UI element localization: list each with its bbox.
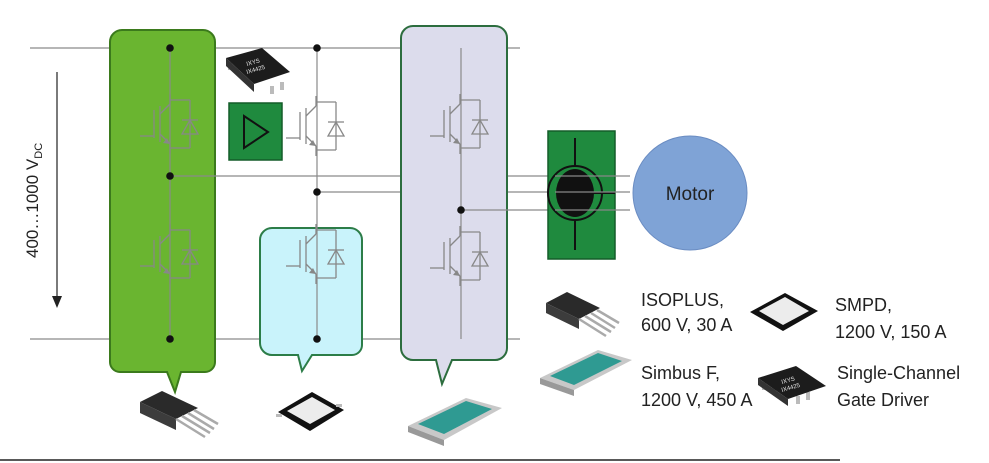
isoplus-legend-icon xyxy=(546,292,620,338)
motor xyxy=(632,135,748,251)
svg-text:IXYS: IXYS xyxy=(246,58,261,68)
node xyxy=(457,206,465,214)
legend-smpd-line2: 1200 V, 150 A xyxy=(835,322,946,342)
legend-isoplus-line1: ISOPLUS, xyxy=(641,290,724,310)
gate-driver-chip-top-icon: IXYS IX4425 xyxy=(226,48,290,94)
isoplus-phase-panel xyxy=(109,29,216,396)
igbt-switch-high-center xyxy=(285,95,345,157)
simbus-phase-panel xyxy=(400,25,508,388)
amplifier-icon xyxy=(243,114,270,150)
node xyxy=(313,335,321,343)
motor-label: Motor xyxy=(666,184,715,205)
svg-text:IX4425: IX4425 xyxy=(781,383,802,394)
legend-gate-driver-line2: Gate Driver xyxy=(837,390,929,410)
simbus-f-module-icon xyxy=(408,398,502,446)
sensor-core-icon xyxy=(556,169,594,217)
node xyxy=(313,188,321,196)
node xyxy=(166,172,174,180)
legend-smpd-line1: SMPD, xyxy=(835,295,892,315)
simbus-legend-icon xyxy=(540,350,632,396)
legend-simbus-line1: Simbus F, xyxy=(641,363,720,383)
legend-simbus-line2: 1200 V, 450 A xyxy=(641,390,752,410)
smpd-package-icon xyxy=(276,392,344,431)
legend-isoplus-line2: 600 V, 30 A xyxy=(641,315,732,335)
gate-driver-block xyxy=(228,102,283,161)
svg-text:IX4425: IX4425 xyxy=(246,65,267,76)
isoplus-package-icon xyxy=(140,391,219,439)
voltage-arrow-head xyxy=(52,296,62,308)
node xyxy=(313,44,321,52)
voltage-label: 400…1000 VDC xyxy=(23,143,45,258)
gate-driver-legend-icon: IXYS IX4425 xyxy=(758,366,826,406)
node xyxy=(166,44,174,52)
legend-gate-driver-line1: Single-Channel xyxy=(837,363,960,383)
svg-text:IXYS: IXYS xyxy=(781,376,796,386)
smpd-phase-panel xyxy=(259,227,363,374)
node xyxy=(166,335,174,343)
smpd-legend-icon xyxy=(750,293,818,331)
